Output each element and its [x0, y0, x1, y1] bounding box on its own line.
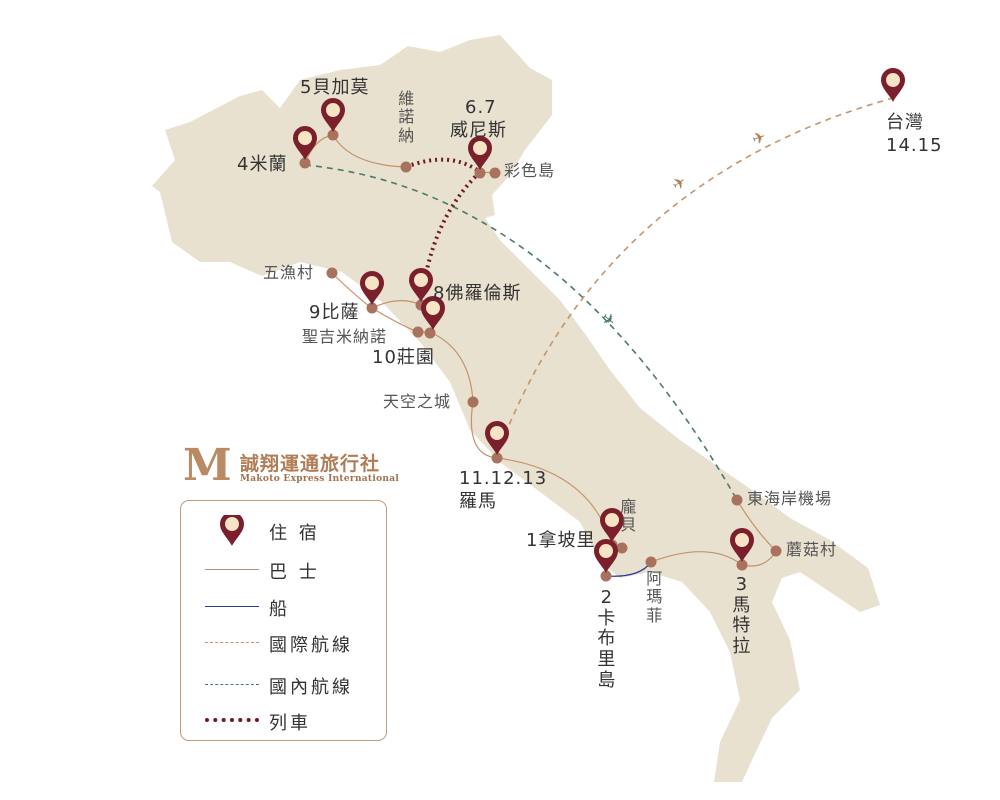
- legend-item-train: 列車: [181, 709, 386, 734]
- label-civita: 天空之城: [383, 392, 452, 411]
- legend-item-domestic-flight: 國內航線: [181, 673, 386, 698]
- label-rome: 羅馬: [459, 491, 497, 512]
- legend-item-intl-flight: 國際航線: [181, 631, 386, 656]
- label-taiwan-days: 14.15: [886, 135, 943, 156]
- pin-taiwan[interactable]: [881, 68, 905, 102]
- airplane-icon: ✈: [668, 172, 690, 195]
- train-line-sample: [205, 718, 259, 722]
- label-taiwan: 台灣: [886, 112, 924, 133]
- label-venice-days: 6.7: [465, 97, 497, 118]
- label-matera: 3馬特拉: [732, 574, 752, 658]
- train-route: [405, 157, 484, 306]
- legend-label: 巴 士: [269, 562, 320, 583]
- airplane-icon: ✈: [597, 308, 619, 331]
- label-rome-days: 11.12.13: [459, 468, 548, 489]
- label-florence: 8佛羅倫斯: [433, 283, 522, 304]
- brand-name-en: Makoto Express International: [240, 474, 400, 484]
- legend-item-lodging: 住 宿: [181, 515, 386, 546]
- label-naples: 1拿坡里: [526, 530, 596, 551]
- brand-logo: M: [183, 440, 232, 491]
- label-cinque-terre: 五漁村: [263, 263, 315, 282]
- international-flight-route: [496, 97, 894, 456]
- label-amalfi: 阿瑪菲: [646, 569, 664, 625]
- label-burano: 彩色島: [504, 161, 556, 180]
- legend-label: 國內航線: [269, 677, 353, 698]
- label-bergamo: 5貝加莫: [300, 77, 370, 98]
- map-legend: 住 宿 巴 士 船 國際航線 國內航線 列車: [180, 500, 387, 741]
- boat-line-sample: [205, 606, 259, 607]
- legend-item-boat: 船: [181, 595, 386, 620]
- legend-label: 國際航線: [269, 635, 353, 656]
- label-alberobello: 蘑菇村: [786, 540, 838, 559]
- bus-line-sample: [205, 569, 259, 570]
- label-san-gimignano: 聖吉米納諾: [302, 327, 388, 346]
- intl-flight-line-sample: [205, 642, 259, 643]
- legend-label: 船: [269, 599, 290, 620]
- stop-dots: [299, 129, 782, 582]
- legend-item-bus: 巴 士: [181, 558, 386, 583]
- brand-name-cn: 誠翔運通旅行社: [240, 453, 381, 475]
- label-verona: 維諾納: [398, 89, 416, 145]
- legend-label: 列車: [269, 713, 311, 734]
- domestic-flight-route: [304, 164, 738, 501]
- airplane-icon: ✈: [749, 127, 768, 149]
- legend-label: 住 宿: [269, 523, 320, 544]
- label-milan: 4米蘭: [237, 154, 288, 175]
- label-venice: 威尼斯: [450, 120, 507, 141]
- label-capri: 2卡布里島: [597, 587, 617, 691]
- label-pisa: 9比薩: [309, 302, 360, 323]
- italy-landmass: [152, 35, 880, 782]
- pin-icon: [220, 515, 244, 546]
- domestic-flight-line-sample: [205, 684, 259, 685]
- label-farm: 10莊園: [372, 347, 435, 368]
- label-east-airport: 東海岸機場: [747, 489, 833, 508]
- label-pompeii: 龐貝: [620, 497, 638, 535]
